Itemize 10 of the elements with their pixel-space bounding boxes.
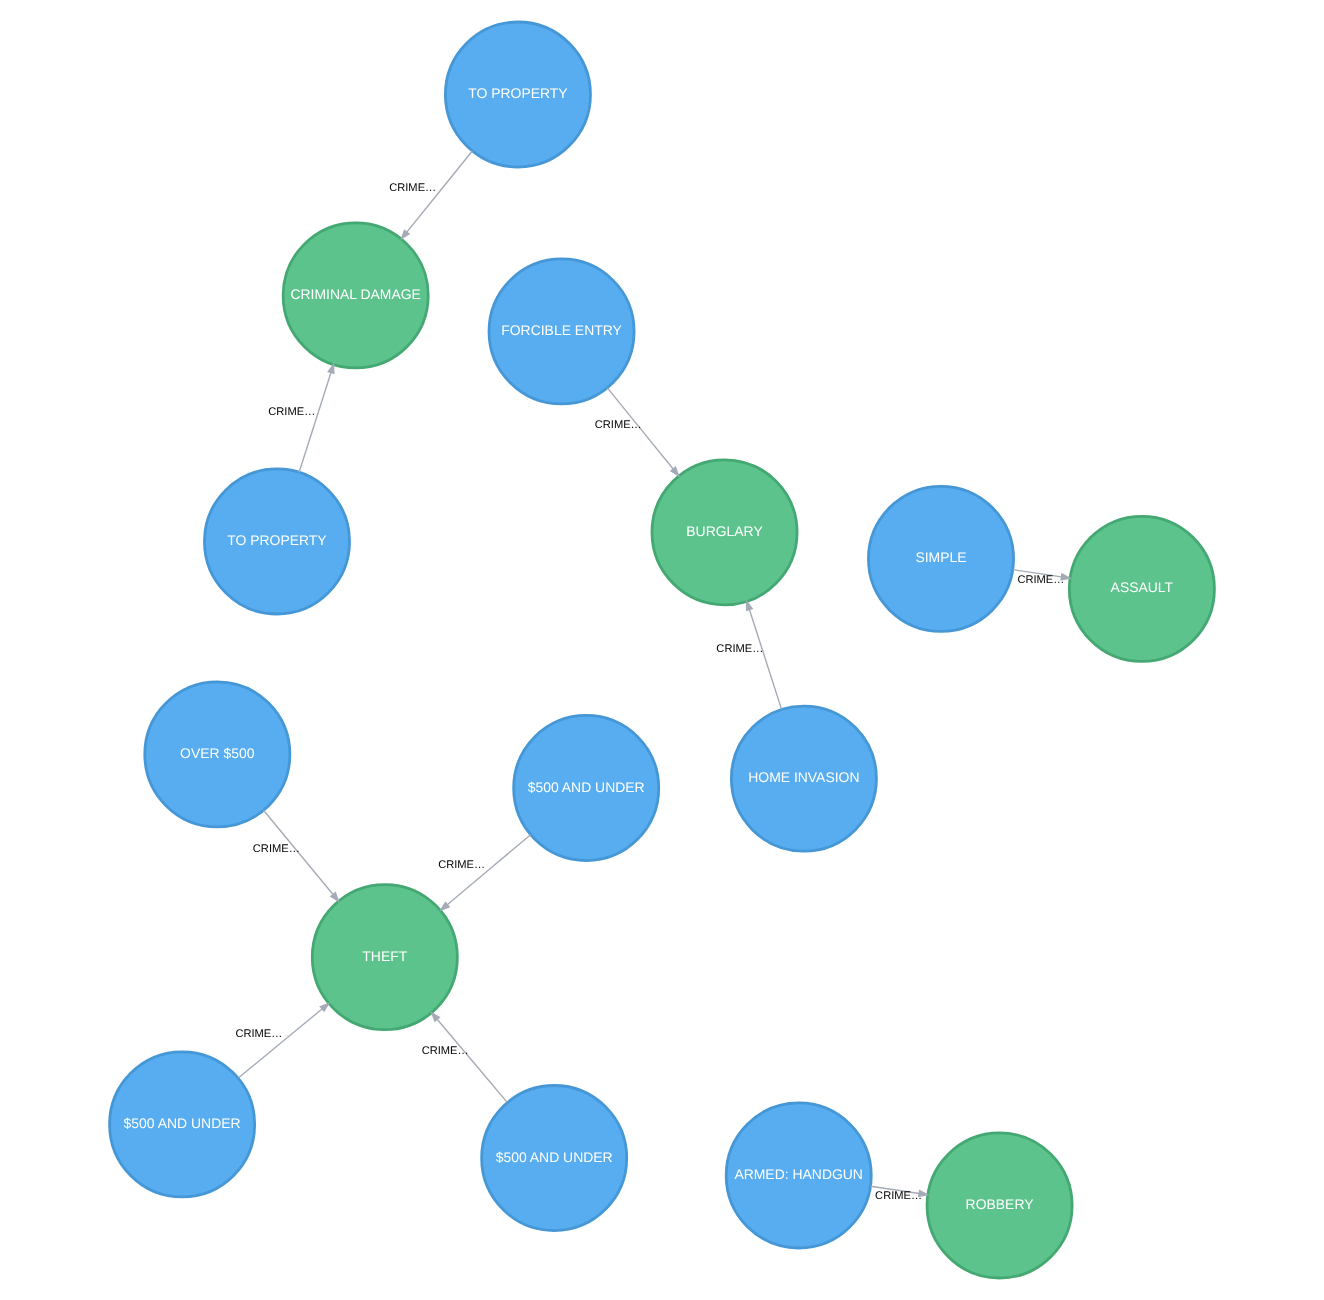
arrow (298, 362, 335, 473)
arrow (237, 1002, 331, 1079)
arrow (745, 599, 783, 711)
arrow (439, 833, 532, 912)
arrow (869, 1185, 930, 1198)
arrow (606, 387, 680, 478)
arrow (1012, 568, 1072, 581)
arrow (400, 150, 473, 241)
arrow (262, 809, 340, 903)
arrow (430, 1011, 508, 1103)
